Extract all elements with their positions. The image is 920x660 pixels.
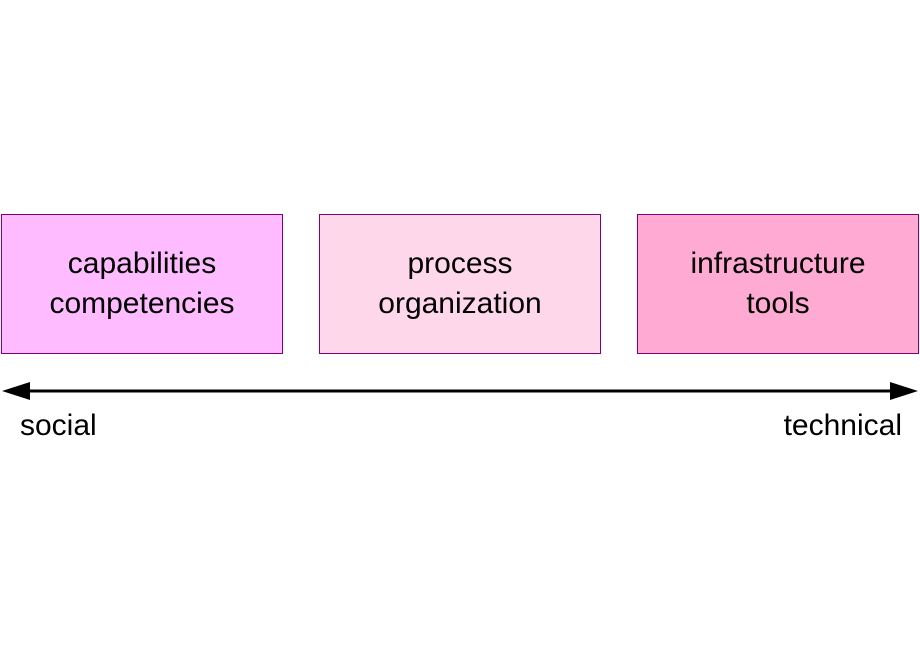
social-technical-axis — [2, 382, 918, 400]
box-line-competencies: competencies — [49, 287, 235, 320]
process-organization-box: process organization — [319, 214, 601, 354]
infrastructure-tools-box: infrastructure tools — [637, 214, 919, 354]
box-line-tools: tools — [746, 287, 810, 320]
box-line-capabilities: capabilities — [67, 247, 217, 280]
box-line-infrastructure: infrastructure — [690, 247, 866, 280]
box-line-organization: organization — [378, 287, 542, 320]
capabilities-competencies-box: capabilities competencies — [1, 214, 283, 354]
axis-label-social: social — [20, 409, 97, 442]
left-arrowhead-icon — [2, 382, 30, 400]
axis-label-technical: technical — [783, 409, 902, 442]
right-arrowhead-icon — [890, 382, 918, 400]
box-line-process: process — [407, 247, 513, 280]
